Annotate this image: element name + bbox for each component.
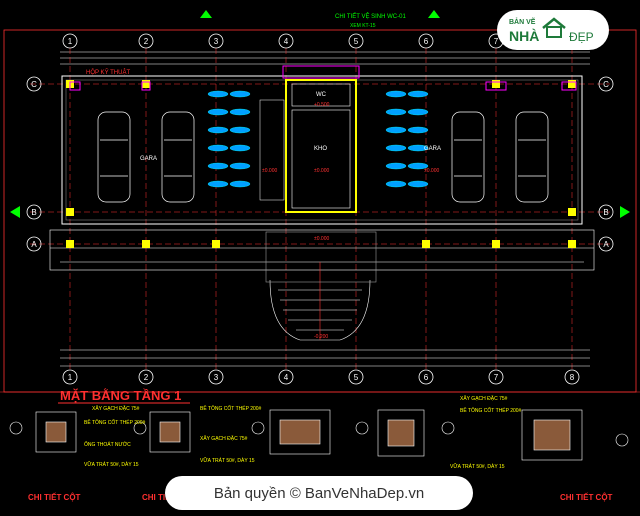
grid-label-side: C bbox=[603, 80, 609, 89]
grid-label-bottom: 8 bbox=[570, 373, 575, 382]
level-kho: ±0.000 bbox=[314, 168, 329, 174]
grid-label-bottom: 1 bbox=[68, 373, 73, 382]
car-right-1 bbox=[451, 111, 485, 203]
technical-boxes bbox=[69, 81, 577, 91]
car-right-2 bbox=[515, 111, 549, 203]
grid-label-bottom: 7 bbox=[494, 373, 499, 382]
motorbikes-left bbox=[207, 90, 251, 188]
detail-note: VỮA TRÁT 50#, DÀY 15 bbox=[84, 461, 139, 468]
grid-label-top: 7 bbox=[494, 37, 499, 46]
wc-header-box bbox=[282, 65, 360, 79]
grid-bubbles-bottom bbox=[62, 369, 580, 385]
grid-label-top: 4 bbox=[284, 37, 289, 46]
grid-label-bottom: 4 bbox=[284, 373, 289, 382]
detail-note: ỐNG THOÁT NƯỚC bbox=[84, 441, 131, 448]
garage-right-label: GARA bbox=[424, 146, 441, 152]
level-wc: +0.500 bbox=[314, 102, 330, 108]
motorbikes-right bbox=[385, 90, 429, 188]
kho-room bbox=[291, 109, 351, 209]
site-logo[interactable]: BẢN VẼ NHÀ ĐẸP bbox=[497, 10, 609, 50]
grid-label-bottom: 3 bbox=[214, 373, 219, 382]
logo-big-text: NHÀ bbox=[509, 28, 540, 44]
grid-label-bottom: 6 bbox=[424, 373, 429, 382]
grid-label-top: 3 bbox=[214, 37, 219, 46]
grid-label-top: 5 bbox=[354, 37, 359, 46]
grid-label-side: C bbox=[31, 80, 37, 89]
copyright-banner: Bản quyền © BanVeNhaDep.vn bbox=[165, 476, 473, 510]
level-left: ±0.000 bbox=[262, 168, 277, 174]
technical-box-label: HỘP KỸ THUẬT bbox=[86, 69, 130, 76]
detail-note: VỮA TRÁT 50#, DÀY 15 bbox=[200, 457, 255, 464]
grid-label-bottom: 2 bbox=[144, 373, 149, 382]
grid-label-side: A bbox=[603, 240, 609, 249]
detail-title: CHI TIẾT CỘT bbox=[560, 492, 613, 502]
kho-label: KHO bbox=[314, 146, 327, 152]
stair bbox=[269, 262, 371, 341]
level-right: ±0.000 bbox=[424, 168, 439, 174]
grid-label-top: 6 bbox=[424, 37, 429, 46]
building-outline bbox=[61, 75, 583, 225]
wc-label: WC bbox=[316, 92, 327, 98]
detail-bubbles bbox=[9, 421, 629, 447]
section-arrows bbox=[10, 10, 630, 218]
dimension-lines-bottom bbox=[60, 349, 590, 367]
detail-note: VỮA TRÁT 50#, DÀY 15 bbox=[450, 463, 505, 470]
car-left-2 bbox=[161, 111, 195, 203]
front-porch bbox=[49, 229, 595, 271]
header-note: CHI TIẾT VỆ SINH WC-01 bbox=[335, 12, 406, 20]
detail-note: BÊ TÔNG CỐT THÉP 200# bbox=[84, 418, 146, 426]
detail-note: BÊ TÔNG CỐT THÉP 200# bbox=[460, 406, 522, 414]
detail-note: XÂY GẠCH ĐẶC 75# bbox=[460, 395, 508, 402]
dimension-lines-top bbox=[60, 51, 590, 65]
logo-dep-text: ĐẸP bbox=[569, 30, 594, 44]
grid-label-top: 2 bbox=[144, 37, 149, 46]
logo-small-text: BẢN VẼ bbox=[509, 19, 536, 26]
left-utility bbox=[259, 99, 285, 201]
column-details bbox=[35, 409, 583, 461]
detail-title: CHI TIẾT CỘT bbox=[28, 492, 81, 502]
level-entry: ±0.000 bbox=[314, 236, 329, 242]
header-scale: XEM KT-15 bbox=[350, 23, 376, 29]
wc-room bbox=[291, 83, 351, 107]
garage-left-label: GARA bbox=[140, 156, 157, 162]
grid-label-top: 1 bbox=[68, 37, 73, 46]
grid-label-side: A bbox=[31, 240, 37, 249]
detail-note: XÂY GẠCH ĐẶC 75# bbox=[200, 435, 248, 442]
car-left-1 bbox=[97, 111, 131, 203]
grid-label-side: B bbox=[603, 208, 608, 217]
grid-label-side: B bbox=[31, 208, 36, 217]
main-title: MẶT BẰNG TẦNG 1 bbox=[60, 388, 181, 403]
detail-note: BÊ TÔNG CỐT THÉP 200# bbox=[200, 404, 262, 412]
level-stair: -0.200 bbox=[314, 334, 328, 340]
grid-label-bottom: 5 bbox=[354, 373, 359, 382]
house-icon bbox=[542, 17, 566, 38]
grid-bubbles-side bbox=[26, 76, 614, 252]
detail-note: XÂY GẠCH ĐẶC 75# bbox=[92, 405, 140, 412]
entry-area bbox=[265, 231, 377, 283]
core-walls bbox=[285, 79, 357, 213]
